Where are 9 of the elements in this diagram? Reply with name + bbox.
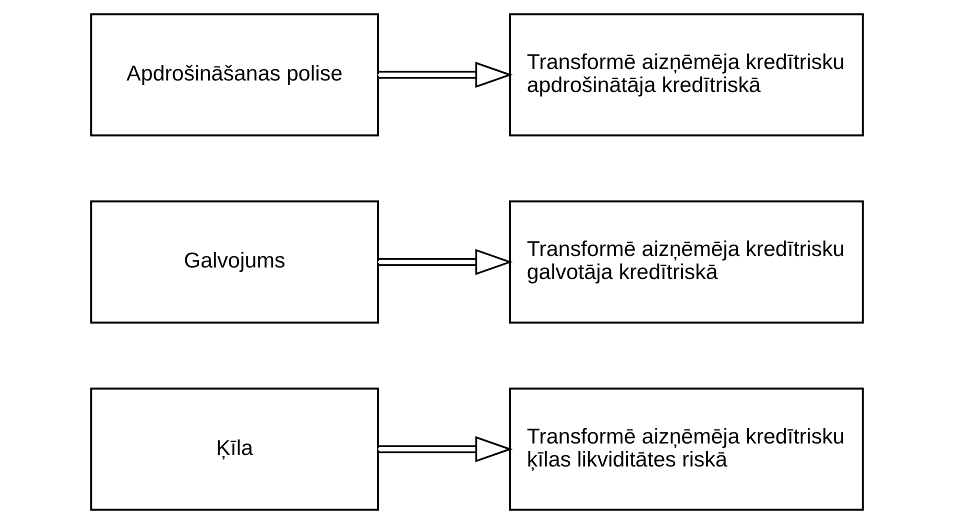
arrow [378, 62, 512, 88]
node-box: Ķīla [90, 388, 379, 511]
node-box: Transformē aizņēmēja kredītrisku ķīlas likviditātes riskā [508, 388, 864, 511]
node-box: Transformē aizņēmēja kredītrisku apdrošinātāja kredītriskā [508, 13, 864, 136]
node-box: Transformē aizņēmēja kredītrisku galvotāja kredītriskā [508, 200, 864, 324]
arrow [378, 436, 512, 462]
arrow [378, 248, 512, 276]
node-box: Apdrošināšanas polise [90, 13, 379, 136]
node-box: Galvojums [90, 200, 379, 324]
